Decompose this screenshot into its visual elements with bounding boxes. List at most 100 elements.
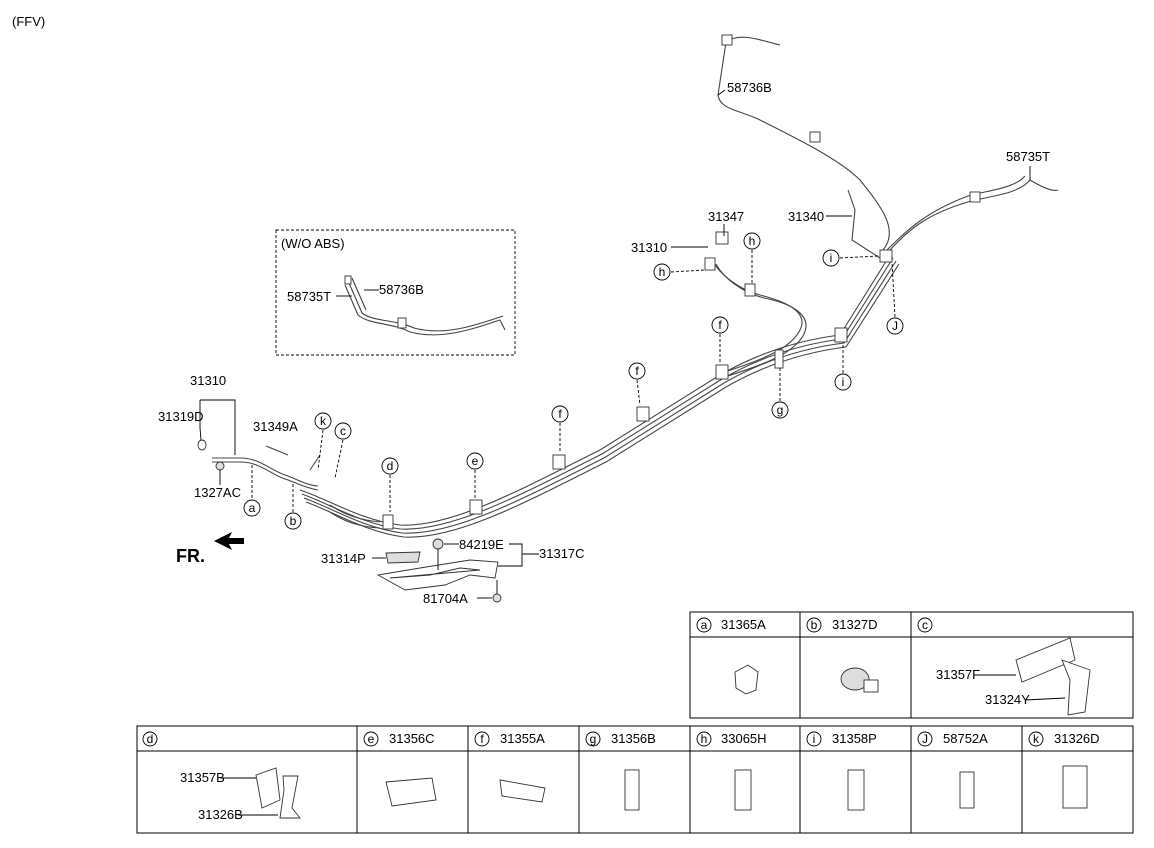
part-number: 31327D (832, 617, 878, 632)
svg-text:31324Y: 31324Y (985, 692, 1030, 707)
svg-text:i: i (842, 375, 845, 389)
svg-text:f: f (635, 364, 639, 378)
svg-text:31326B: 31326B (198, 807, 243, 822)
label-31314P: 31314P (321, 551, 366, 566)
label-31317C: 31317C (539, 546, 585, 561)
label-31319D: 31319D (158, 409, 204, 424)
part-number: 58752A (943, 731, 988, 746)
clip-31356C-icon (385, 777, 437, 807)
clip-31326D-icon (1062, 765, 1088, 809)
clip-31358P-icon (847, 769, 865, 811)
clip-31355A-icon (499, 779, 546, 803)
table-cell-g: g 31356B (585, 731, 656, 811)
svg-text:g: g (590, 732, 597, 746)
svg-text:i: i (813, 732, 816, 746)
clip-58752A-icon (959, 771, 975, 809)
label-58735T: 58735T (1006, 149, 1050, 164)
svg-text:e: e (368, 732, 375, 746)
svg-text:c: c (340, 424, 346, 438)
svg-text:a: a (701, 618, 708, 632)
table-cell-k: k 31326D (1028, 731, 1100, 809)
callout-f-3 (711, 316, 729, 334)
callout-k (314, 412, 332, 430)
callout-g (771, 401, 789, 419)
callout-f-2 (628, 362, 646, 380)
svg-text:31357F: 31357F (936, 667, 980, 682)
table-cell-d: d 31357B 31326B (142, 731, 301, 822)
label-31310-left: 31310 (190, 373, 226, 388)
svg-text:e: e (472, 454, 479, 468)
callouts: a b k c d e f f f h h i i (243, 232, 904, 530)
table-cell-f: f 31355A (474, 731, 546, 803)
svg-text:d: d (147, 732, 154, 746)
inset-title: (W/O ABS) (281, 236, 345, 251)
clip-33065H-icon (734, 769, 752, 811)
inset-label-58735T: 58735T (287, 289, 331, 304)
clip-31356B-icon (624, 769, 640, 811)
table-cell-J: J 58752A (917, 731, 988, 809)
label-31340: 31340 (788, 209, 824, 224)
inset-frame (275, 229, 516, 356)
label-58736B: 58736B (727, 80, 772, 95)
svg-text:J: J (892, 319, 898, 333)
callout-J (886, 317, 904, 335)
svg-text:f: f (558, 407, 562, 421)
heat-shield-assembly (376, 538, 502, 603)
table-cell-h: h 33065H (696, 731, 767, 811)
svg-text:f: f (718, 318, 722, 332)
table-cell-a: a 31365A (696, 617, 766, 695)
svg-text:g: g (777, 403, 784, 417)
part-number: 31358P (832, 731, 877, 746)
svg-text:h: h (659, 265, 666, 279)
svg-text:h: h (701, 732, 708, 746)
svg-text:31357B: 31357B (180, 770, 225, 785)
label-1327AC: 1327AC (194, 485, 241, 500)
grommet-31327D-icon (840, 667, 870, 691)
callout-f-1 (551, 405, 569, 423)
callout-b (284, 512, 302, 530)
svg-text:k: k (1033, 732, 1040, 746)
label-31310-top: 31310 (631, 240, 667, 255)
svg-text:J: J (922, 732, 928, 746)
svg-text:f: f (480, 732, 484, 746)
table-cell-i: i 31358P (806, 731, 877, 811)
parts-table (136, 611, 1134, 834)
front-arrow-icon (214, 532, 244, 550)
svg-text:b: b (290, 514, 297, 528)
callout-a (243, 499, 261, 517)
part-number: 31365A (721, 617, 766, 632)
svg-text:k: k (320, 414, 327, 428)
label-31349A: 31349A (253, 419, 298, 434)
callout-d (381, 457, 399, 475)
bracket-31324Y-icon (1061, 659, 1091, 716)
clip-31357F-icon (1015, 637, 1076, 683)
brake-pipe-bundle (212, 34, 1059, 538)
bracket-31326B-icon (279, 775, 301, 819)
part-number: 31326D (1054, 731, 1100, 746)
callout-h-1 (743, 232, 761, 250)
clip-31357B-icon (255, 767, 281, 809)
table-cell-e: e 31356C (363, 731, 437, 807)
clip-31365A-icon (734, 664, 759, 695)
callout-i-2 (834, 373, 852, 391)
callout-i-1 (822, 249, 840, 267)
callout-e (466, 452, 484, 470)
variant-label: (FFV) (12, 14, 45, 29)
part-number: 31356B (611, 731, 656, 746)
svg-text:b: b (811, 618, 818, 632)
table-cell-c: c 31357F 31324Y (917, 617, 1091, 716)
svg-text:h: h (749, 234, 756, 248)
part-number: 31355A (500, 731, 545, 746)
svg-text:i: i (830, 251, 833, 265)
inset-label-58736B: 58736B (379, 282, 424, 297)
callout-h-2 (653, 263, 671, 281)
inset-wo-abs: (W/O ABS) 58735T 58736B (275, 229, 516, 356)
label-84219E: 84219E (459, 537, 504, 552)
front-label: FR. (176, 546, 205, 566)
part-number: 33065H (721, 731, 767, 746)
front-indicator: FR. (176, 532, 244, 566)
table-cell-b: b 31327D (806, 617, 879, 693)
svg-text:a: a (249, 501, 256, 515)
svg-text:d: d (387, 459, 394, 473)
